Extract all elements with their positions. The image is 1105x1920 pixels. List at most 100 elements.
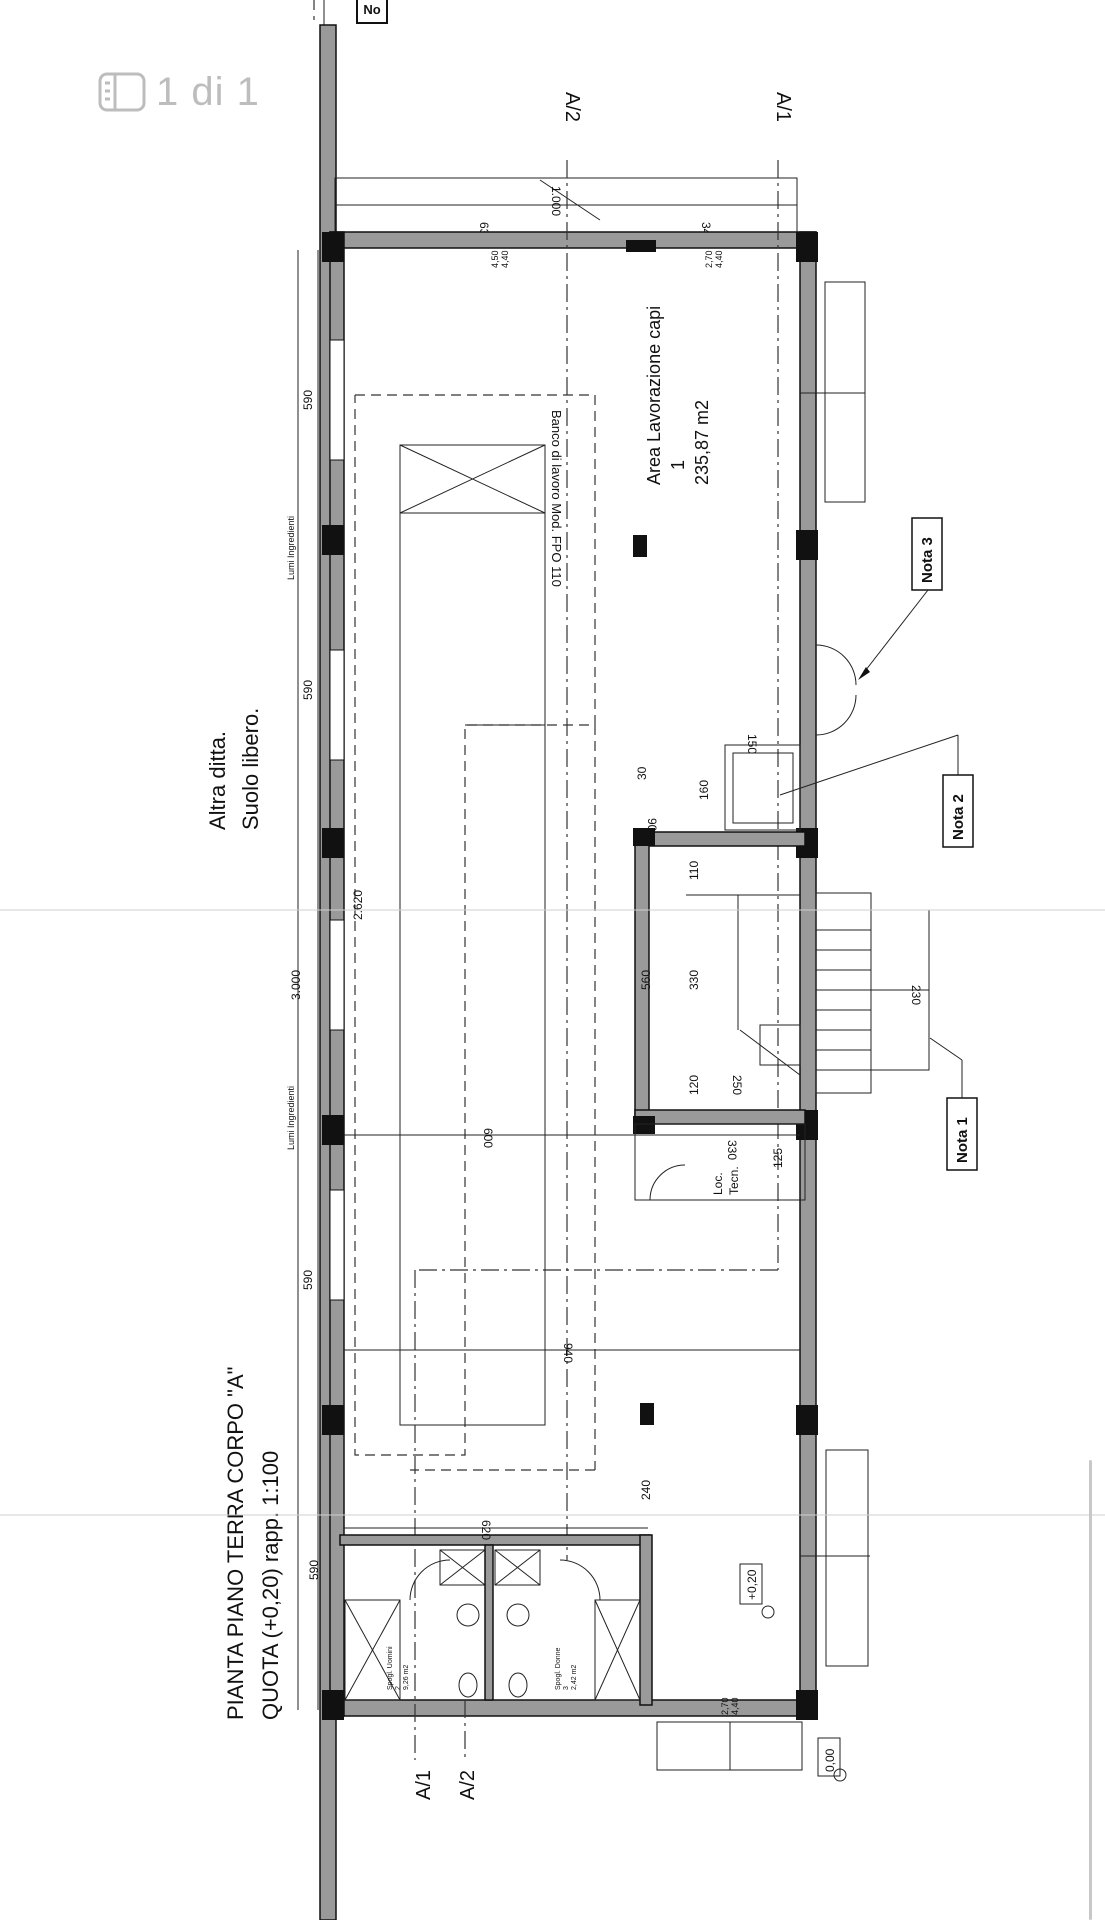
building-top-wall [329,231,817,249]
dim-left-3000: 3.000 [289,970,303,1000]
wc-men-line-2: 2 [395,1686,402,1690]
wc-right-wall [639,1534,653,1706]
tech-door-swing [649,1164,686,1201]
level-mark-000 [833,1768,847,1782]
note-3-label: Nota 3 [919,537,936,583]
service-column-bottom [633,1116,655,1134]
sill-440b: 4,40 [714,250,724,268]
wc-toilet-men [458,1672,478,1698]
wc-men-door [409,1559,451,1601]
dim-1000: 1.000 [549,186,563,216]
dim-160: 160 [697,780,711,800]
note-2-leader [779,734,959,796]
note-1-leader [929,1037,963,1061]
entrance-step-lines [816,909,871,1071]
note-3-leader [861,589,929,676]
dim-940: 940 [561,1343,575,1363]
plan-title-line-1: PIANTA PIANO TERRA CORPO "A" [223,1367,248,1720]
section-marker-a2-top: A/2 [561,92,583,122]
section-marker-a2-bottom: A/2 [457,1770,479,1800]
note-box-3 [911,517,943,591]
dim-250: 250 [730,1075,744,1095]
dim-150: 150 [745,734,759,754]
wc-top-wall [339,1534,651,1546]
note-1-label: Nota 1 [954,1117,971,1163]
section-marker-a1-bottom: A/1 [413,1770,435,1800]
note-box-1 [946,1097,978,1171]
workbench-outline [399,444,546,1426]
lights-label-upper: Lumi Ingredienti [286,516,296,580]
level-020: +0,20 [745,1569,759,1600]
sill-450: 4,50 [490,250,500,268]
dim-125: 125 [771,1148,785,1168]
dim-left-590-a: 590 [301,390,315,410]
work-area-envelope [354,394,596,1456]
stair-block [759,1024,801,1066]
wc-women-line-3: 2,42 m2 [571,1665,578,1690]
wc-women-line-2: 3 [563,1686,570,1690]
side-door-swing-a [815,644,857,686]
sill-270: 2,70 [704,250,714,268]
dim-90: 90 [645,818,659,832]
neighbor-line-2: Suolo libero. [238,708,263,830]
building-bottom-wall [329,1699,817,1717]
wc-cell-2 [494,1549,541,1586]
tech-room [634,1123,806,1201]
dim-120: 120 [687,1075,701,1095]
plan-title-line-2: QUOTA (+0,20) rapp. 1:100 [258,1451,283,1720]
dim-240: 240 [639,1480,653,1500]
dim-330b: 330 [725,1140,739,1160]
section-marker-a1-top: A/1 [772,92,794,122]
window-opening [329,1189,345,1301]
wc-cell-2-diag2 [494,1549,541,1586]
room-main-name: Area Lavorazione capi [644,306,664,485]
wc-shower-women [594,1599,641,1701]
wc-women-door [559,1559,601,1601]
entrance-steps [815,892,872,1094]
pillar-marker [633,535,647,557]
level-box-020 [739,1563,763,1605]
room-main-number: 1 [668,460,688,470]
window-opening [329,339,345,461]
wc-basin-women [506,1603,530,1627]
structural-columns [322,232,818,1720]
wc-men-line-3: 9,26 m2 [403,1665,410,1690]
service-column-top [633,828,655,846]
wc-toilet-women [508,1672,528,1698]
page-thumbnails-icon[interactable] [98,72,146,112]
neighbor-line-1: Altra ditta. [205,731,230,830]
dim-left-590-b: 590 [301,680,315,700]
window-opening [329,649,345,761]
wc-men-line-1: Spogl. Uomini [387,1646,394,1690]
wc-women-line-1: Spogl. Donne [555,1647,562,1690]
sill-440: 4,40 [500,250,510,268]
dim-330: 330 [687,970,701,990]
workbench-label: Banco di lavoro Mod. FPO 110 [549,410,564,587]
workbench-cross-b [399,444,546,514]
wc-shower-women-diag2 [594,1599,641,1701]
dim-560: 560 [639,970,653,990]
page-count-label: 1 di 1 [156,69,260,114]
wc-basin-men [456,1603,480,1627]
dim-30: 30 [635,766,649,780]
note-2-label: Nota 2 [950,794,967,840]
workbench-head [399,444,546,514]
top-dim-leader [539,179,601,221]
stair-diagonal [739,1029,801,1076]
level-mark-020 [761,1605,775,1619]
tech-room-line-2: Tecn. [727,1166,741,1195]
window-opening [329,919,345,1031]
wc-shower-men [344,1599,401,1701]
page-indicator[interactable]: 1 di 1 [98,70,260,114]
nota2-room-inner [732,752,794,824]
service-top-wall [634,831,806,847]
dim-600: 600 [481,1128,495,1148]
right-ramp-upper [824,281,866,503]
nota2-room [724,744,801,831]
dim-230: 230 [909,985,923,1005]
wc-shower-men-diag2 [344,1599,401,1701]
vertical-scrollbar[interactable] [1089,1460,1092,1920]
note-box-2 [942,774,974,848]
wc-cell-1-diag2 [439,1549,486,1586]
